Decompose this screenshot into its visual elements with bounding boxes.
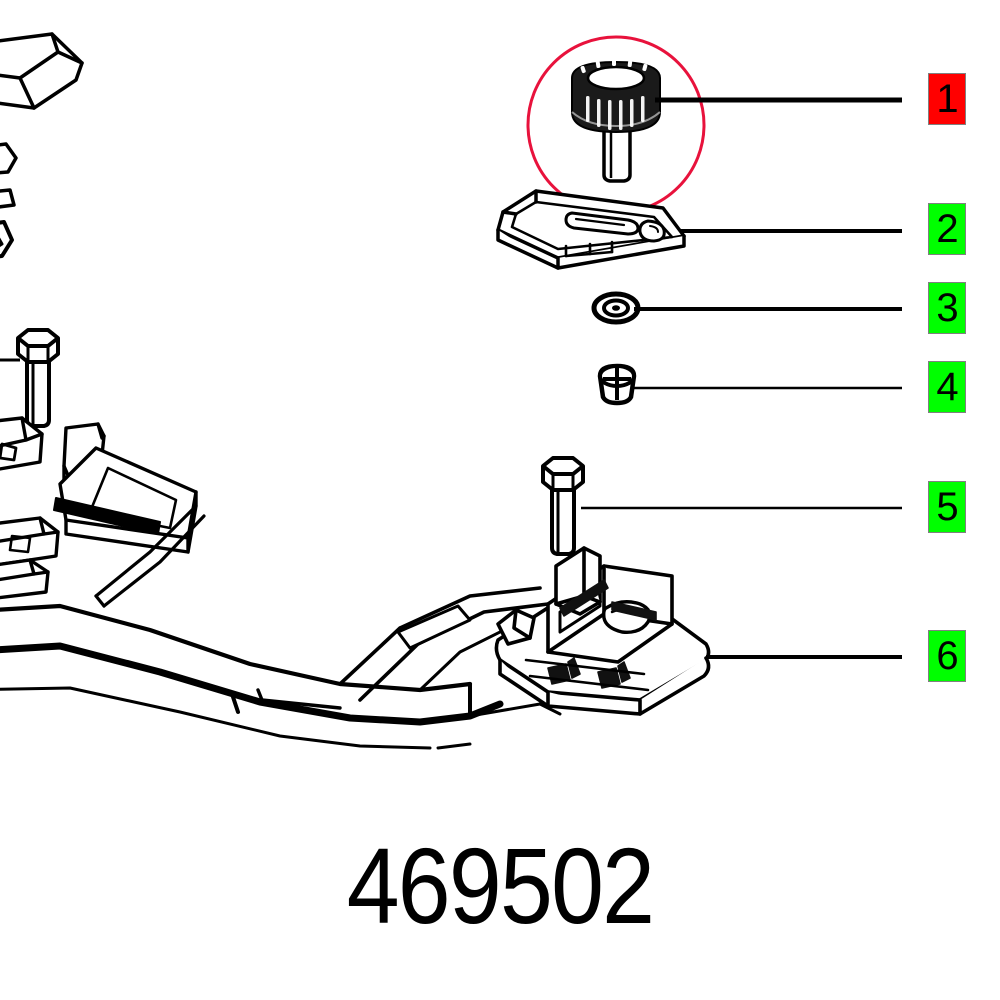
callout-box-5[interactable]: 5 <box>928 481 966 533</box>
part-number-text: 469502 <box>346 825 655 946</box>
callout-box-4[interactable]: 4 <box>928 361 966 413</box>
part-hex-bolt <box>541 456 585 556</box>
partial-shape-left-edge-b <box>0 220 14 259</box>
leader-lines <box>581 97 902 659</box>
callout-label-5: 5 <box>936 485 958 529</box>
part-mounting-bracket <box>494 546 711 716</box>
partial-plate-top-left <box>0 32 84 110</box>
part-knurled-knob <box>571 59 661 183</box>
callout-box-2[interactable]: 2 <box>928 203 966 255</box>
assembly-hex-bolt-left <box>16 328 60 428</box>
callout-label-1: 1 <box>936 77 958 121</box>
part-washer <box>591 291 641 325</box>
part-slide-plate <box>496 189 686 270</box>
part-bushing-nut <box>597 363 637 406</box>
part-base-housing-assembly <box>0 416 562 750</box>
callout-box-6[interactable]: 6 <box>928 630 966 682</box>
callout-box-3[interactable]: 3 <box>928 282 966 334</box>
callout-label-4: 4 <box>936 365 958 409</box>
callout-box-1[interactable]: 1 <box>928 73 966 125</box>
partial-shape-left-edge-a <box>0 142 18 209</box>
callout-label-3: 3 <box>936 286 958 330</box>
callout-label-6: 6 <box>936 634 958 678</box>
callout-label-2: 2 <box>936 207 958 251</box>
